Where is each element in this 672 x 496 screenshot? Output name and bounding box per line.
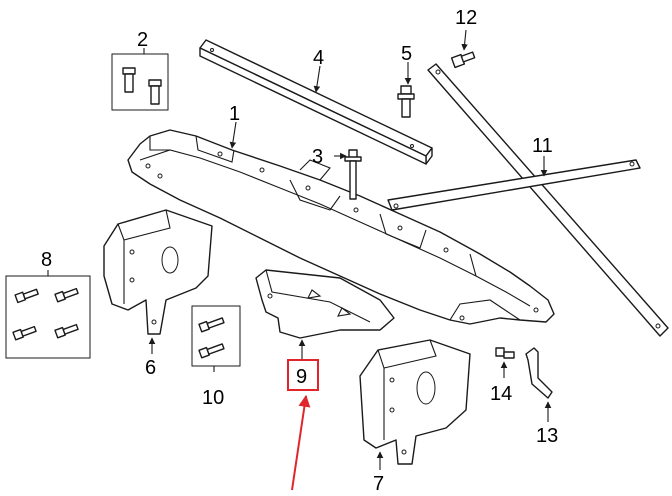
callout-4: 4	[313, 47, 324, 69]
part-8-bolts	[5, 275, 91, 359]
callout-6: 6	[145, 357, 156, 379]
callout-3: 3	[312, 146, 323, 168]
part-1-crossmember	[127, 129, 555, 325]
callout-1: 1	[229, 103, 240, 125]
part-14-bolt	[495, 347, 515, 359]
callout-5: 5	[401, 43, 412, 65]
callout-9-highlight-box	[287, 359, 319, 391]
callout-14: 14	[490, 383, 512, 405]
callout-10: 10	[202, 387, 224, 409]
part-12-bolt	[450, 51, 476, 69]
leader-lines	[47, 29, 552, 470]
callout-2: 2	[137, 29, 148, 51]
callout-13: 13	[536, 425, 558, 447]
callout-labels: 1 2 3 4 5 6 7 8 9 10 11 12 13 14	[41, 7, 558, 495]
part-4-upper-bar	[199, 39, 433, 165]
part-7-bracket	[359, 339, 471, 465]
callout-11: 11	[532, 135, 553, 157]
part-5-bolt	[397, 85, 415, 118]
part-6-bracket	[103, 209, 213, 335]
part-11-brace	[387, 63, 669, 337]
part-10-bolts	[191, 305, 241, 367]
part-13-bracket	[525, 347, 553, 399]
callout-8: 8	[41, 249, 52, 271]
part-2-bolts	[111, 53, 169, 111]
callout-9: 9	[296, 366, 307, 388]
highlight-arrow	[291, 394, 311, 491]
callout-12: 12	[455, 7, 477, 29]
callout-7: 7	[373, 473, 384, 495]
part-9-shield	[255, 269, 395, 339]
